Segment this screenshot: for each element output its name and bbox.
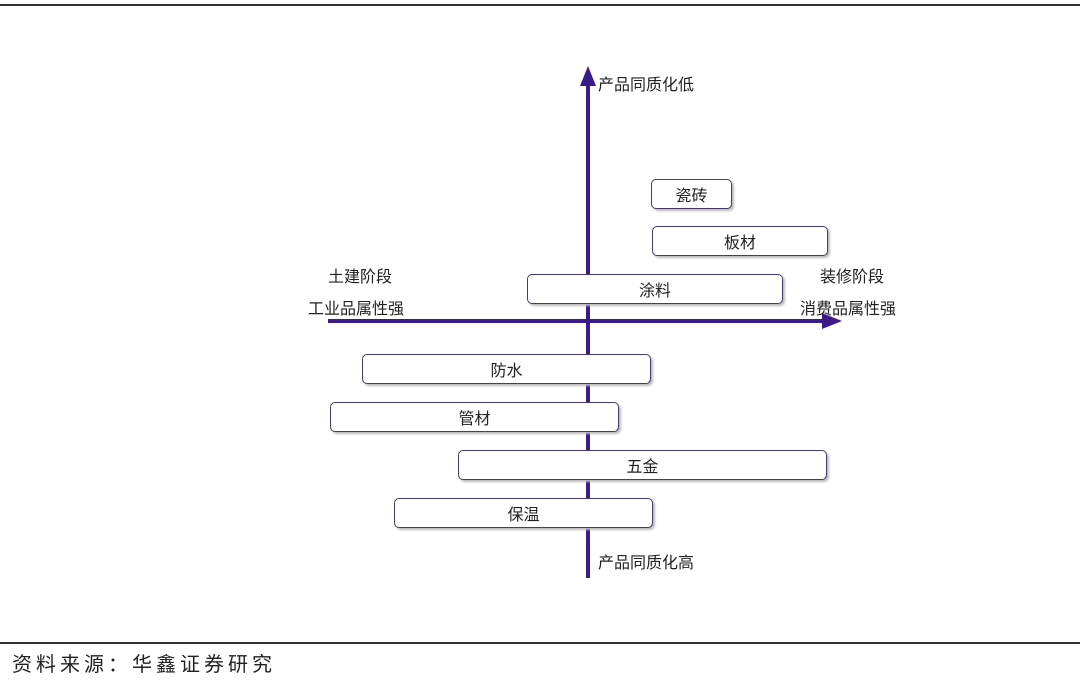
source-note: 资料来源：华鑫证券研究 (12, 652, 276, 676)
box-paint: 涂料 (527, 274, 783, 304)
x-right-label-2: 消费品属性强 (800, 299, 897, 318)
box-insulation: 保温 (394, 498, 653, 528)
box-tile: 瓷砖 (651, 179, 732, 209)
top-rule (0, 4, 1080, 6)
box-pipe: 管材 (330, 402, 619, 432)
x-left-label-1: 土建阶段 (328, 267, 393, 286)
bottom-rule (0, 642, 1080, 644)
box-waterproof: 防水 (362, 354, 651, 384)
x-left-label-2: 工业品属性强 (308, 299, 405, 318)
y-bottom-label: 产品同质化高 (598, 553, 695, 572)
box-hardware: 五金 (458, 450, 827, 480)
x-axis-arrow (822, 313, 842, 329)
x-right-label-1: 装修阶段 (820, 267, 885, 286)
y-axis-arrow (580, 66, 596, 86)
box-board: 板材 (652, 226, 828, 256)
y-top-label: 产品同质化低 (598, 75, 695, 94)
